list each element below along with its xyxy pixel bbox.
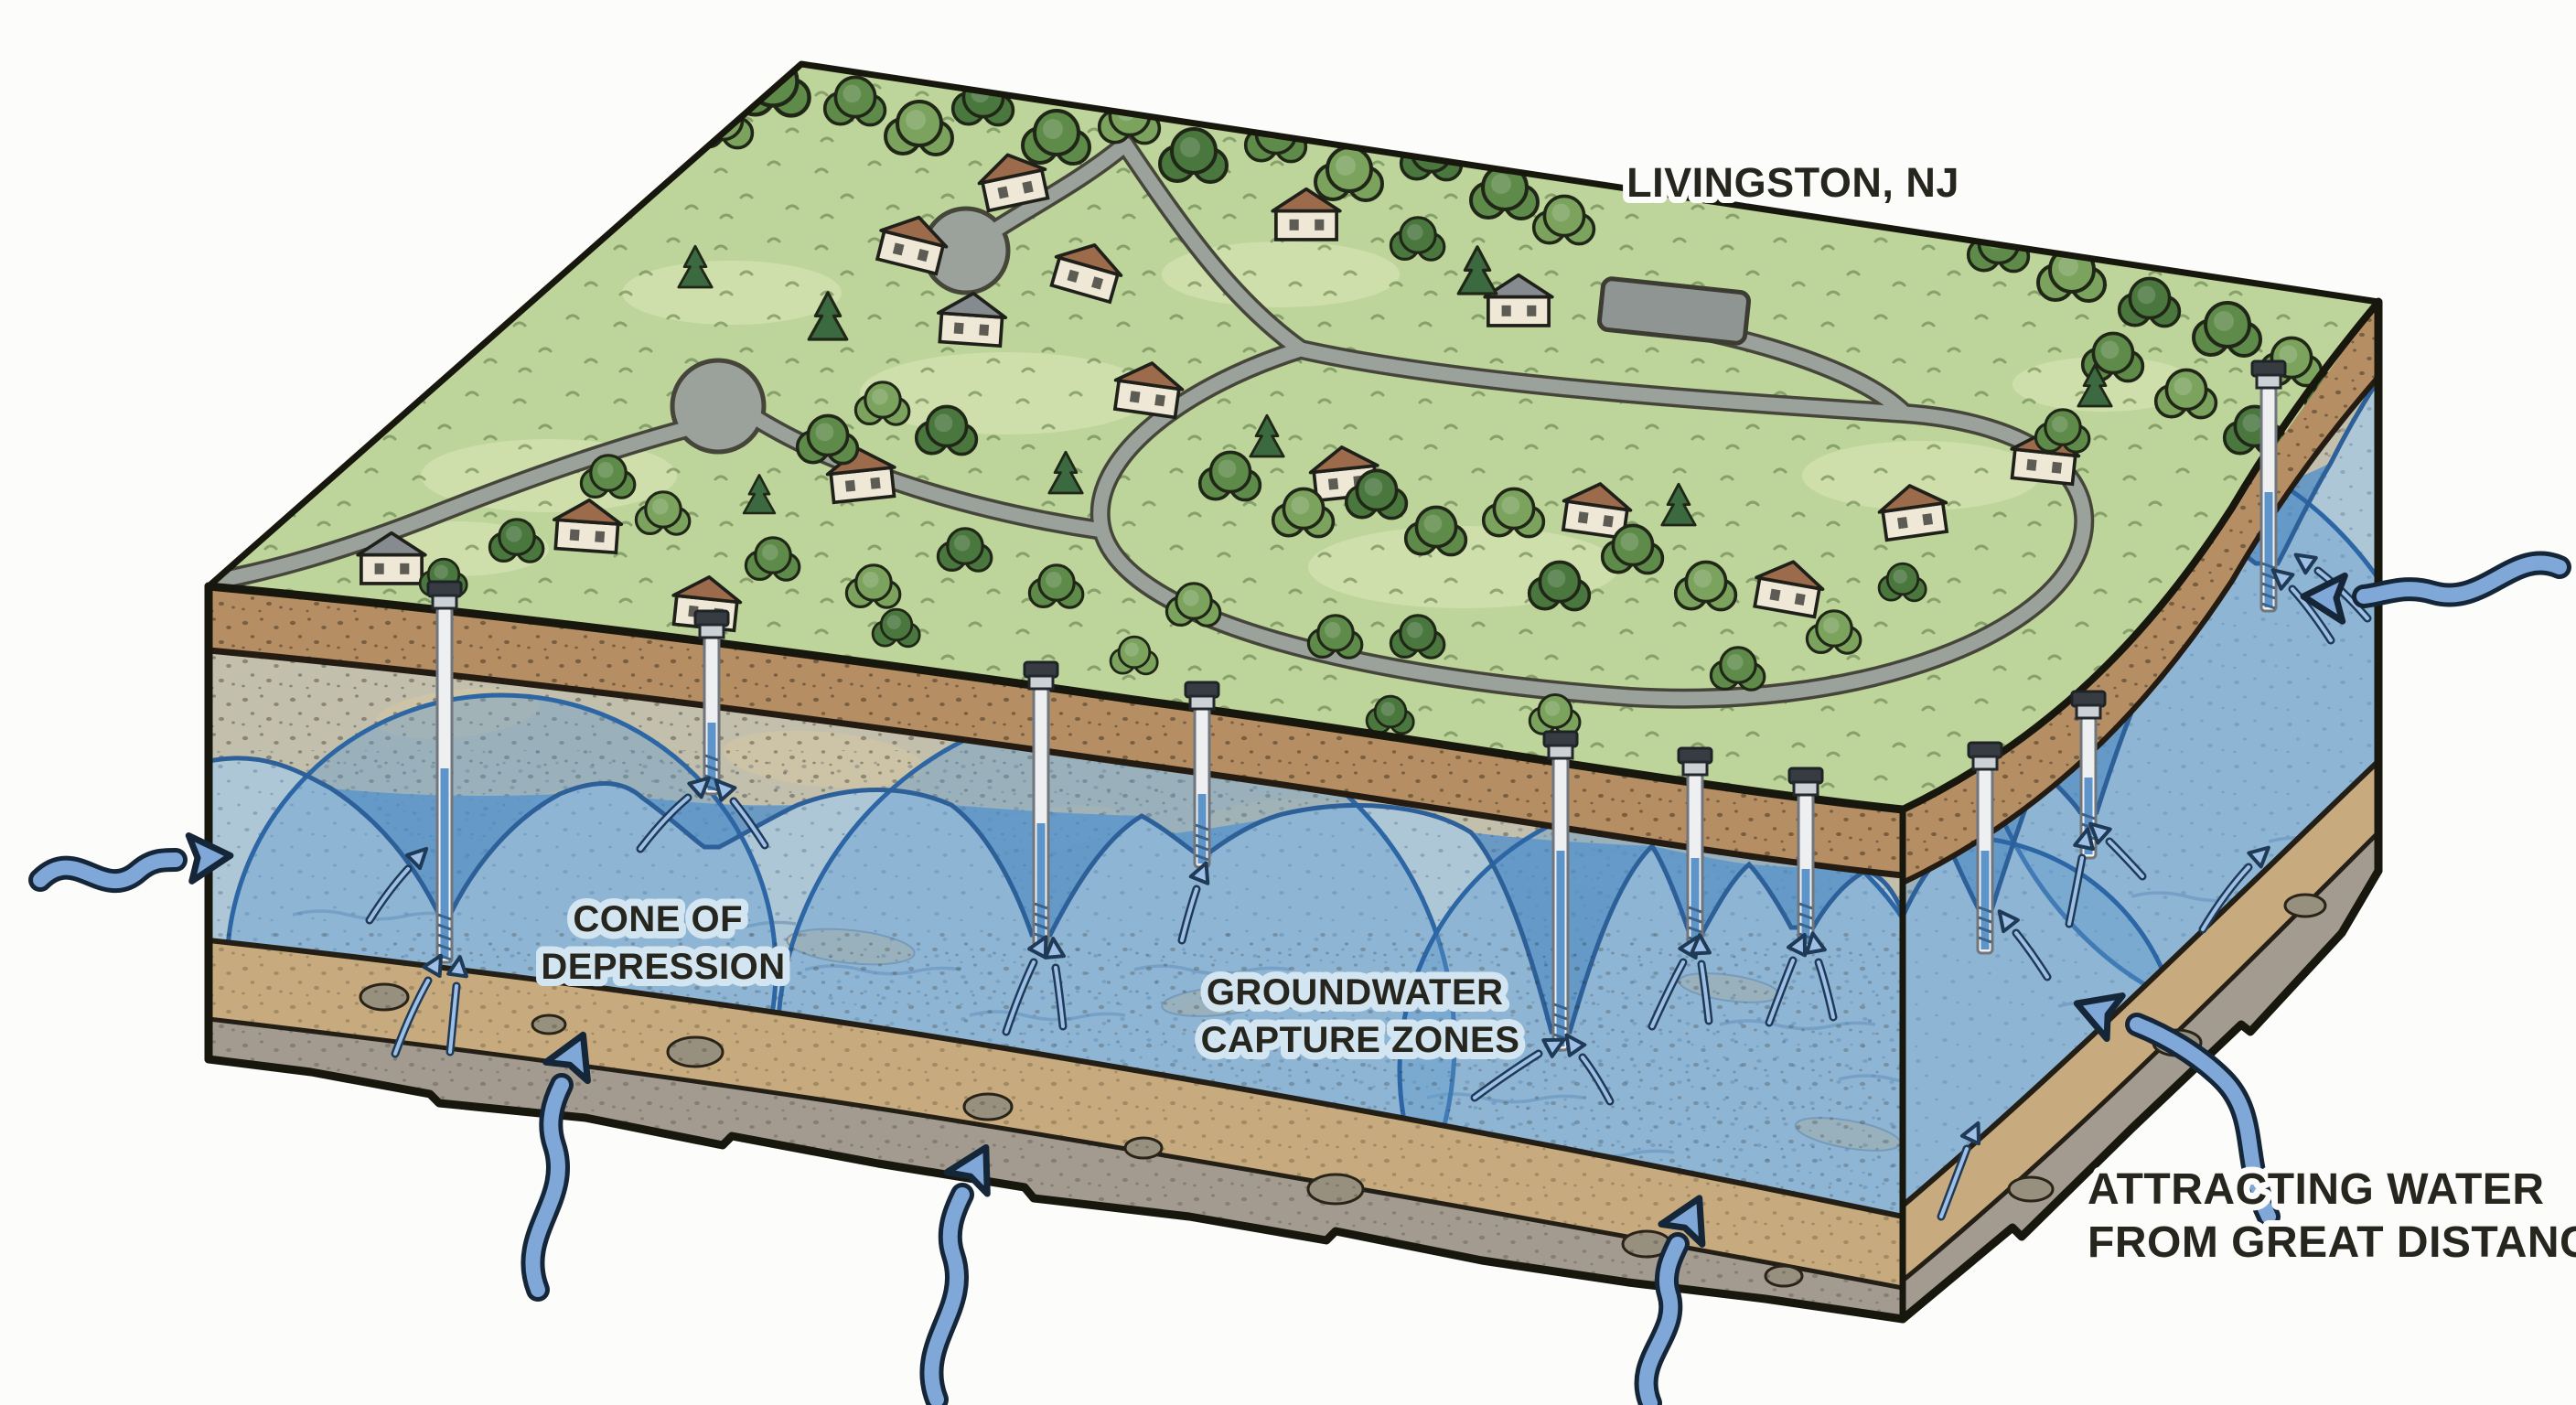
flow-arrow	[1470, 1037, 1566, 1102]
well-2	[693, 609, 730, 796]
inflow-bottom-1	[521, 1031, 591, 1302]
well-7	[1787, 767, 1824, 949]
well-5	[1542, 730, 1579, 1052]
wells	[426, 359, 2287, 1052]
inflow-bottom-3	[1634, 1195, 1706, 1405]
cone-of-depression-label: CONE OF DEPRESSION	[541, 899, 785, 987]
flow-arrow	[714, 778, 769, 850]
well-6	[1677, 746, 1713, 953]
flow-arrow	[1937, 1121, 1981, 1221]
well-screen	[1034, 902, 1048, 940]
parking-lot	[1597, 276, 1751, 346]
groundwater-capture-zones-label: GROUNDWATER CAPTURE ZONES	[1201, 972, 1520, 1060]
well-screen	[704, 754, 719, 792]
flow-arrow	[2198, 845, 2270, 934]
flow-arrow	[1690, 933, 1713, 1025]
flow-arrow	[1044, 937, 1068, 1031]
well-9	[2070, 690, 2107, 860]
well-screen	[437, 913, 452, 961]
flow-arrow	[1805, 931, 1838, 1022]
cul-de-sac	[670, 358, 767, 455]
well-screen	[1553, 1003, 1568, 1041]
water-table-line	[209, 756, 1903, 1035]
well-10	[2250, 359, 2287, 613]
inflow-right-lower	[2073, 992, 2281, 1228]
flow-arrow	[2270, 568, 2335, 645]
well-screen	[1798, 902, 1813, 940]
well-8	[1967, 741, 2003, 955]
flow-arrow	[2293, 552, 2372, 623]
well-screen	[1978, 906, 1992, 944]
block-edges	[204, 60, 2383, 1324]
inflow-left	[28, 831, 234, 894]
well-screen	[1195, 823, 1209, 862]
well-screen	[2081, 812, 2096, 851]
flow-arrow	[636, 776, 711, 853]
flow-arrow	[2088, 821, 2147, 881]
inflow-bottom-2	[919, 1143, 991, 1405]
flow-arrow	[1564, 1033, 1615, 1106]
well-1	[426, 580, 463, 964]
recharge-arrows	[28, 551, 2571, 1405]
well-screen	[1688, 906, 1702, 944]
flow-arrows	[365, 552, 2372, 1221]
well-3	[1023, 660, 1059, 951]
flow-arrow	[1002, 935, 1048, 1036]
flow-arrow	[391, 953, 443, 1058]
flow-arrow	[365, 846, 429, 925]
attracting-water-label: ATTRACTING WATER FROM GREAT DISTANCES	[2088, 1165, 2576, 1267]
water-table-line-right	[1903, 378, 2378, 918]
inflow-right-upper	[2300, 551, 2571, 625]
well-screen	[2261, 562, 2276, 610]
well-4	[1184, 681, 1220, 869]
flow-arrow	[445, 955, 468, 1056]
roads	[211, 134, 2095, 709]
flow-arrow	[1997, 909, 2052, 981]
flow-arrow	[2065, 827, 2095, 928]
flow-arrow	[1177, 861, 1210, 945]
flow-arrow	[1765, 933, 1807, 1027]
location-label: LIVINGSTON, NJ	[1626, 159, 1959, 206]
top-face-landscape	[209, 64, 2378, 810]
